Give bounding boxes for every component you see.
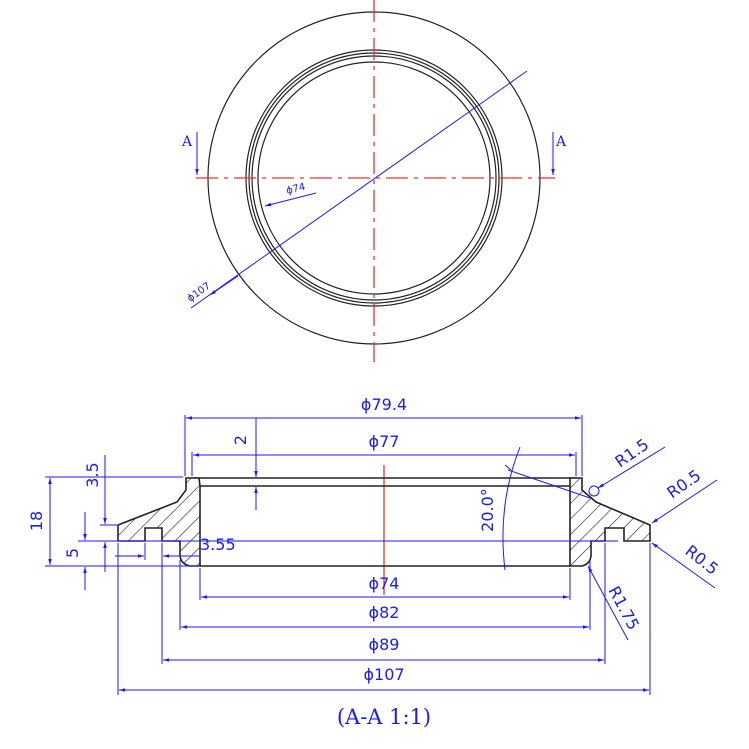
dim-label-d89: ϕ89: [369, 635, 400, 654]
r1-5-marker: [588, 485, 600, 497]
section-label-right: A: [555, 134, 567, 150]
dim-label-r0-5-top: R0.5: [663, 466, 704, 503]
dim-label-5: 5: [63, 548, 82, 558]
dim-label-d79: ϕ79.4: [361, 395, 407, 414]
dim-label-d82: ϕ82: [369, 603, 400, 622]
dim-label-18: 18: [27, 511, 46, 531]
dim-label-angle: 20.0°: [478, 488, 497, 532]
dim-label-d107: ϕ107: [185, 281, 212, 305]
dim-label-d107-section: ϕ107: [363, 665, 404, 684]
dim-leader-r1-5: [597, 446, 666, 489]
left-section-profile: [117, 477, 201, 567]
dim-label-3-5: 3.5: [83, 462, 102, 487]
angle-arc: [502, 446, 521, 571]
dim-leader-r0-5-top: [651, 479, 718, 524]
section-caption: (A-A 1:1): [337, 705, 431, 729]
section-view: ϕ79.4 ϕ77 2 18 3.5 5 3.55: [27, 395, 722, 729]
dim-label-d74: ϕ74: [369, 574, 400, 593]
dim-label-d77: ϕ77: [369, 432, 400, 451]
dim-label-r0-5-bottom: R0.5: [682, 541, 723, 578]
dim-leader-r0-5-bottom: [651, 542, 716, 589]
dim-label-d74-top: ϕ74: [285, 182, 306, 197]
right-section-profile: [569, 477, 651, 567]
section-label-left: A: [181, 134, 193, 150]
dim-leader-d74: [264, 192, 317, 207]
dim-label-3-55: 3.55: [200, 535, 236, 554]
angle-ref-line: [507, 469, 591, 499]
top-view: A A ϕ107 ϕ74: [181, 0, 567, 362]
dim-label-r1-5: R1.5: [611, 435, 652, 472]
angle-arrow-top: [504, 464, 512, 471]
dim-arrow-d107: [209, 275, 239, 296]
dim-line-d107: [190, 70, 528, 309]
dim-label-2: 2: [231, 435, 250, 445]
dim-leader-r1-75: [587, 565, 629, 641]
